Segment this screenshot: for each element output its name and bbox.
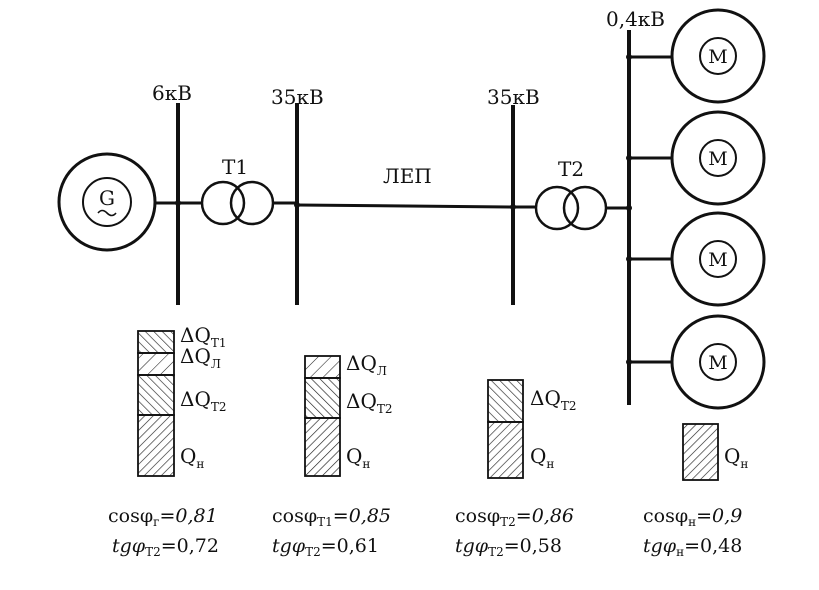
motor-1: M [626,8,766,104]
bus-04kv-label: 0,4кВ [606,7,665,31]
motor-1-node [626,54,632,60]
stack-1-label-dqt2: ΔQT2 [180,387,226,414]
t1-winding-secondary [229,180,275,226]
formula-2-cos: cosφT1=0,85 [272,505,391,529]
motor-4-symbol: M [708,352,727,374]
motor-2-node [626,155,632,161]
motor-3-symbol: M [708,249,727,271]
reactive-power-stack-1: ΔQT1 ΔQЛ ΔQT2 Qн [137,323,226,477]
motor-4: M [626,314,766,410]
bus-35kv-right-label: 35кВ [487,85,540,109]
formula-1-cos: cosφг=0,81 [108,505,218,529]
stack-2-segment-dqt2 [304,377,341,419]
motor-2-outer-circle [670,110,766,206]
motor-4-node [626,359,632,365]
generator-inner-circle [82,177,132,227]
motor-3: M [626,211,766,307]
t1-winding-primary [200,180,246,226]
formula-3-cos: cosφT2=0,86 [455,505,574,529]
motor-3-node [626,256,632,262]
stack-2-label-qn: Qн [346,444,370,471]
formula-4-tg: tgφн=0,48 [643,535,742,559]
generator-tilde-icon [97,209,117,217]
motor-2: M [626,110,766,206]
t2-winding-secondary [562,185,608,231]
transformer-t2-label: T2 [558,157,584,181]
formula-4-cos: cosφн=0,9 [643,505,742,529]
stack-1-label-qn: Qн [180,444,204,471]
transmission-line-label: ЛЕП [383,164,432,188]
stack-2-segment-qn [304,417,341,477]
stack-3-label-dqt2: ΔQT2 [530,386,576,413]
stack-1-segment-dqt2 [137,374,175,416]
transformer-t1 [200,180,275,226]
transformer-t1-label: T1 [222,155,248,179]
formula-block-3: cosφT2=0,86 tgφT2=0,58 [455,505,574,559]
stack-1-label-dqt1: ΔQT1 [180,323,226,350]
transmission-line [296,203,514,209]
motor-3-inner-circle [699,240,737,278]
bus-6kv-label: 6кВ [152,81,192,105]
stack-2-label-dqt2: ΔQT2 [346,389,392,416]
stack-3-label-qn: Qн [530,444,554,471]
stack-4-label-qn: Qн [724,444,748,471]
motor-4-inner-circle [699,343,737,381]
stack-1-segment-dqt1 [137,330,175,354]
stack-2-segment-dql [304,355,341,379]
reactive-power-stack-2: ΔQЛ ΔQT2 Qн [304,351,392,477]
motor-1-inner-circle [699,37,737,75]
motor-3-outer-circle [670,211,766,307]
formula-2-tg: tgφT2=0,61 [272,535,379,559]
formula-1-tg: tgφT2=0,72 [112,535,219,559]
t2-winding-primary [534,185,580,231]
motor-1-symbol: M [708,46,727,68]
motor-4-outer-circle [670,314,766,410]
formula-block-1: cosφг=0,81 tgφT2=0,72 [108,505,219,559]
formula-block-2: cosφT1=0,85 tgφT2=0,61 [272,505,391,559]
stack-1-segment-dql [137,352,175,376]
motor-2-inner-circle [699,139,737,177]
bus-35kv-left-label: 35кВ [271,85,324,109]
reactive-power-stack-4: Qн [682,423,748,481]
stack-4-segment-qn [682,423,719,481]
stack-2-label-dql: ΔQЛ [346,351,387,378]
stack-3-segment-dqt2 [487,379,524,423]
bus-04kv-node [626,205,632,211]
stack-3-segment-qn [487,421,524,479]
motor-2-symbol: M [708,148,727,170]
motor-1-outer-circle [670,8,766,104]
transformer-t2 [534,185,608,231]
formula-3-tg: tgφT2=0,58 [455,535,562,559]
stack-1-segment-qn [137,414,175,477]
reactive-power-stack-3: ΔQT2 Qн [487,379,576,479]
formula-block-4: cosφн=0,9 tgφн=0,48 [643,505,742,559]
generator-symbol: G [99,186,115,210]
stack-1-label-dql: ΔQЛ [180,344,221,371]
generator: G [57,152,157,252]
